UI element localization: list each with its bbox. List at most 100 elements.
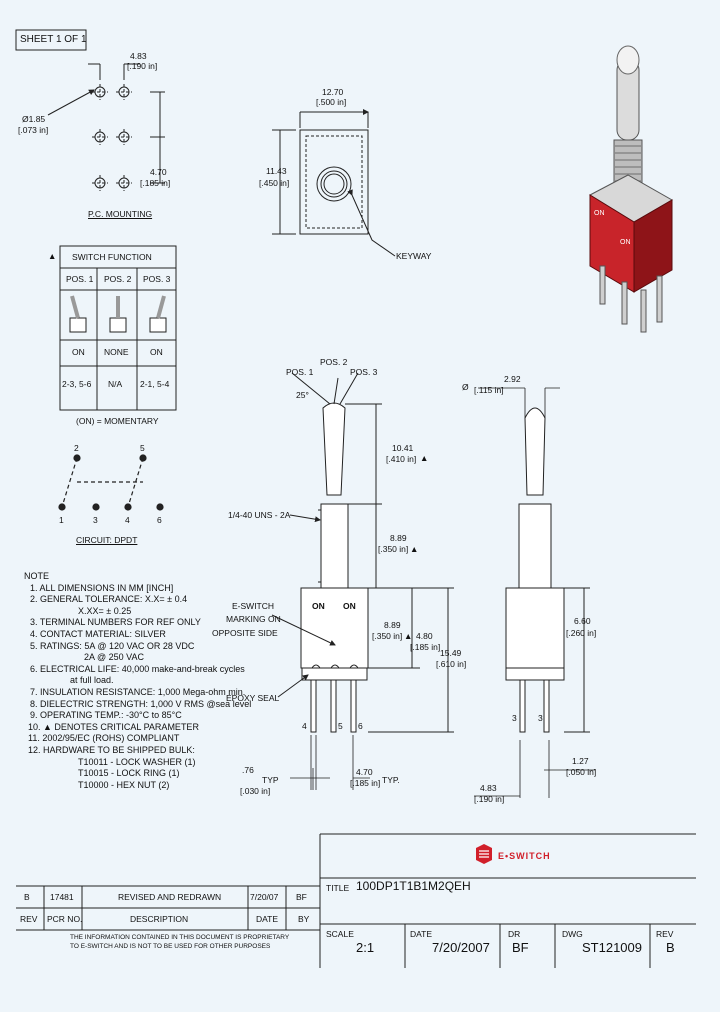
side-pitch-mm: 1.27: [572, 756, 589, 766]
note-4: 4. CONTACT MATERIAL: SILVER: [30, 628, 166, 639]
bush-mm: 8.89: [390, 533, 407, 543]
lever-in: [.410 in]: [386, 454, 417, 464]
typ1-mm: .76: [242, 765, 254, 775]
svg-text:ON: ON: [620, 239, 631, 246]
scale-value: 2:1: [356, 940, 375, 955]
title-block-lines: [16, 833, 696, 968]
eswitch-logo: E•SWITCH: [498, 851, 551, 861]
note-2b: X.XX= ± 0.25: [78, 605, 132, 616]
lever-critical: ▲: [420, 453, 429, 463]
sheet-label-box: [15, 29, 87, 51]
notes-block: NOTE 1. ALL DIMENSIONS IN MM [INCH] 2. G…: [24, 571, 251, 791]
note-9: 9. OPERATING TEMP.: -30°C to 85°C: [30, 710, 182, 721]
note-6: 6. ELECTRICAL LIFE: 40,000 make-and-brea…: [30, 663, 245, 674]
circuit-term-4: 4: [125, 515, 130, 525]
sf-state-2: NONE: [104, 347, 129, 357]
disclaimer-line-1: THE INFORMATION CONTAINED IN THIS DOCUME…: [70, 934, 290, 941]
circuit-label: CIRCUIT: DPDT: [76, 535, 138, 545]
toggle-pictograms: [69, 295, 167, 333]
rev-header-desc: DESCRIPTION: [130, 914, 189, 924]
term-mm: 4.80: [416, 631, 433, 641]
marking-line-2: MARKING ON: [226, 614, 281, 624]
note-12b: T10015 - LOCK RING (1): [78, 768, 180, 779]
side-dia-mm: 2.92: [504, 374, 521, 384]
circuit-term-3: 3: [93, 515, 98, 525]
sf-header-3: POS. 3: [143, 274, 171, 284]
part-title: 100DP1T1B1M2QEH: [356, 879, 471, 893]
side-h-mm: 6.60: [574, 616, 591, 626]
circuit-term-5: 5: [140, 443, 145, 453]
sf-state-1: ON: [72, 347, 85, 357]
rev-label: REV: [656, 929, 674, 939]
sf-header-2: POS. 2: [104, 274, 132, 284]
front-term-5: 5: [338, 721, 343, 731]
on-left-label: ON: [312, 601, 325, 611]
switch-function-table: [59, 245, 177, 411]
sf-term-2: N/A: [108, 379, 123, 389]
note-6b: at full load.: [70, 675, 114, 686]
note-2: 2. GENERAL TOLERANCE: X.X= ± 0.4: [30, 594, 188, 605]
top-view: [272, 112, 396, 257]
typ2-in: [.185 in]: [350, 778, 381, 788]
critical-marker: ▲: [48, 251, 57, 261]
note-1: 1. ALL DIMENSIONS IN MM [INCH]: [30, 582, 174, 593]
typ1-label: TYP: [262, 775, 279, 785]
pos2-label: POS. 2: [320, 357, 348, 367]
rev-value: B: [666, 940, 675, 955]
thread-label: 1/4-40 UNS - 2A: [228, 510, 291, 520]
side-w-mm: 4.83: [480, 783, 497, 793]
front-view: [271, 372, 454, 790]
pc-mounting-label: P.C. MOUNTING: [88, 209, 153, 219]
note-12: 12. HARDWARE TO BE SHIPPED BULK:: [28, 744, 195, 755]
side-w-in: [.190 in]: [474, 794, 505, 804]
pc-spacing-mm: 4.83: [130, 51, 147, 61]
note-10: 10. ▲ DENOTES CRITICAL PARAMETER: [28, 721, 199, 732]
date-label: DATE: [410, 929, 433, 939]
total-mm: 15.49: [440, 648, 462, 658]
dr-label: DR: [508, 929, 521, 939]
dwg-label: DWG: [562, 929, 583, 939]
sf-state-3: ON: [150, 347, 163, 357]
pc-pitch-in: [.185 in]: [140, 178, 171, 188]
pc-hole-mm: Ø1.85: [22, 114, 46, 124]
body-mm: 8.89: [384, 620, 401, 630]
keyway-label: KEYWAY: [396, 251, 432, 261]
front-term-6: 6: [358, 721, 363, 731]
note-5b: 2A @ 250 VAC: [84, 652, 145, 663]
epoxy-label: EPOXY SEAL: [226, 693, 280, 703]
switch-3d-illustration: ON ON: [588, 45, 674, 333]
sf-term-3: 2-1, 5-4: [140, 379, 170, 389]
side-h-in: [.260 in]: [566, 628, 597, 638]
pc-pitch-mm: 4.70: [150, 167, 167, 177]
side-dia-sym: Ø: [462, 382, 469, 392]
bush-critical: ▲: [410, 544, 419, 554]
term-in: [.185 in]: [410, 642, 441, 652]
rev-row-desc: REVISED AND REDRAWN: [118, 892, 222, 902]
top-width-in: [.500 in]: [316, 97, 347, 107]
sf-header-1: POS. 1: [66, 274, 94, 284]
circuit-term-6: 6: [157, 515, 162, 525]
rev-header-by: BY: [298, 914, 310, 924]
top-width-mm: 12.70: [322, 87, 344, 97]
rev-header-date: DATE: [256, 914, 279, 924]
note-3: 3. TERMINAL NUMBERS FOR REF ONLY: [30, 617, 201, 628]
pos1-label: POS. 1: [286, 367, 314, 377]
top-height-mm: 11.43: [266, 166, 287, 176]
circuit-diagram: [58, 454, 164, 511]
pc-hole-in: [.073 in]: [18, 125, 49, 135]
typ1-in: [.030 in]: [240, 786, 271, 796]
note-5: 5. RATINGS: 5A @ 120 VAC OR 28 VDC: [30, 640, 195, 651]
top-height-in: [.450 in]: [259, 178, 290, 188]
body-in: [.350 in]: [372, 631, 403, 641]
note-8: 8. DIELECTRIC STRENGTH: 1,000 V RMS @sea…: [30, 698, 252, 709]
total-in: [.610 in]: [436, 659, 467, 669]
side-term-b: 3: [538, 713, 543, 723]
typ2-mm: 4.70: [356, 767, 373, 777]
typ2-label: TYP.: [382, 775, 400, 785]
pc-mounting-holes: [47, 63, 165, 191]
side-term-a: 3: [512, 713, 517, 723]
angle-label: 25°: [296, 390, 309, 400]
on-right-label: ON: [343, 601, 356, 611]
scale-label: SCALE: [326, 929, 354, 939]
